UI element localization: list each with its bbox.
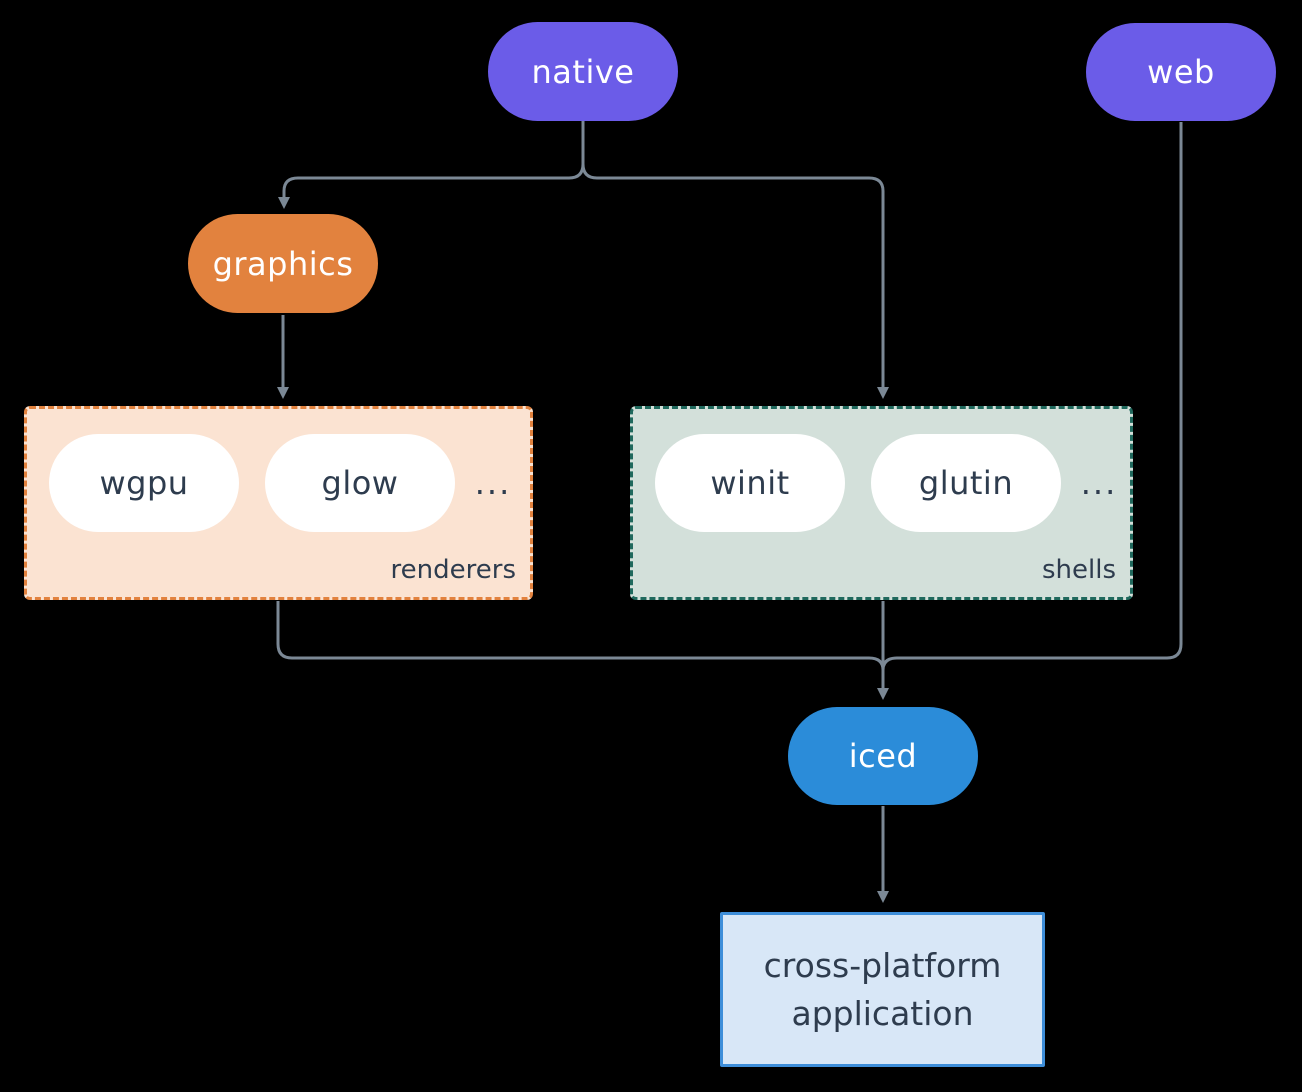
group-renderers: wgpu glow ... renderers [24, 406, 533, 600]
renderers-ellipsis: ... [474, 464, 512, 502]
edge-native-to-shells [581, 121, 889, 399]
node-cross-platform-application: cross-platform application [720, 912, 1045, 1067]
node-iced: iced [788, 707, 978, 805]
node-graphics-label: graphics [212, 244, 354, 283]
node-native-label: native [531, 52, 635, 91]
node-iced-label: iced [848, 737, 918, 775]
node-glow: glow [265, 434, 455, 532]
edge-native-to-graphics [278, 121, 585, 209]
group-shells: winit glutin ... shells [630, 406, 1133, 600]
app-label-line1: cross-platform [763, 945, 1002, 985]
edge-web-to-junction [881, 122, 1183, 671]
node-winit: winit [655, 434, 845, 532]
edge-renderers-to-junction [276, 601, 885, 671]
shells-ellipsis: ... [1080, 464, 1118, 502]
node-glutin-label: glutin [918, 464, 1014, 502]
node-wgpu: wgpu [49, 434, 239, 532]
node-winit-label: winit [710, 464, 790, 502]
node-web-label: web [1147, 53, 1215, 91]
renderers-group-label: renderers [390, 555, 516, 585]
node-web: web [1086, 23, 1276, 121]
app-label-line2: application [791, 993, 974, 1033]
shells-group-label: shells [1041, 555, 1116, 585]
node-wgpu-label: wgpu [99, 464, 189, 502]
node-glow-label: glow [321, 464, 399, 502]
node-glutin: glutin [871, 434, 1061, 532]
node-graphics: graphics [188, 214, 378, 313]
node-native: native [488, 22, 678, 121]
